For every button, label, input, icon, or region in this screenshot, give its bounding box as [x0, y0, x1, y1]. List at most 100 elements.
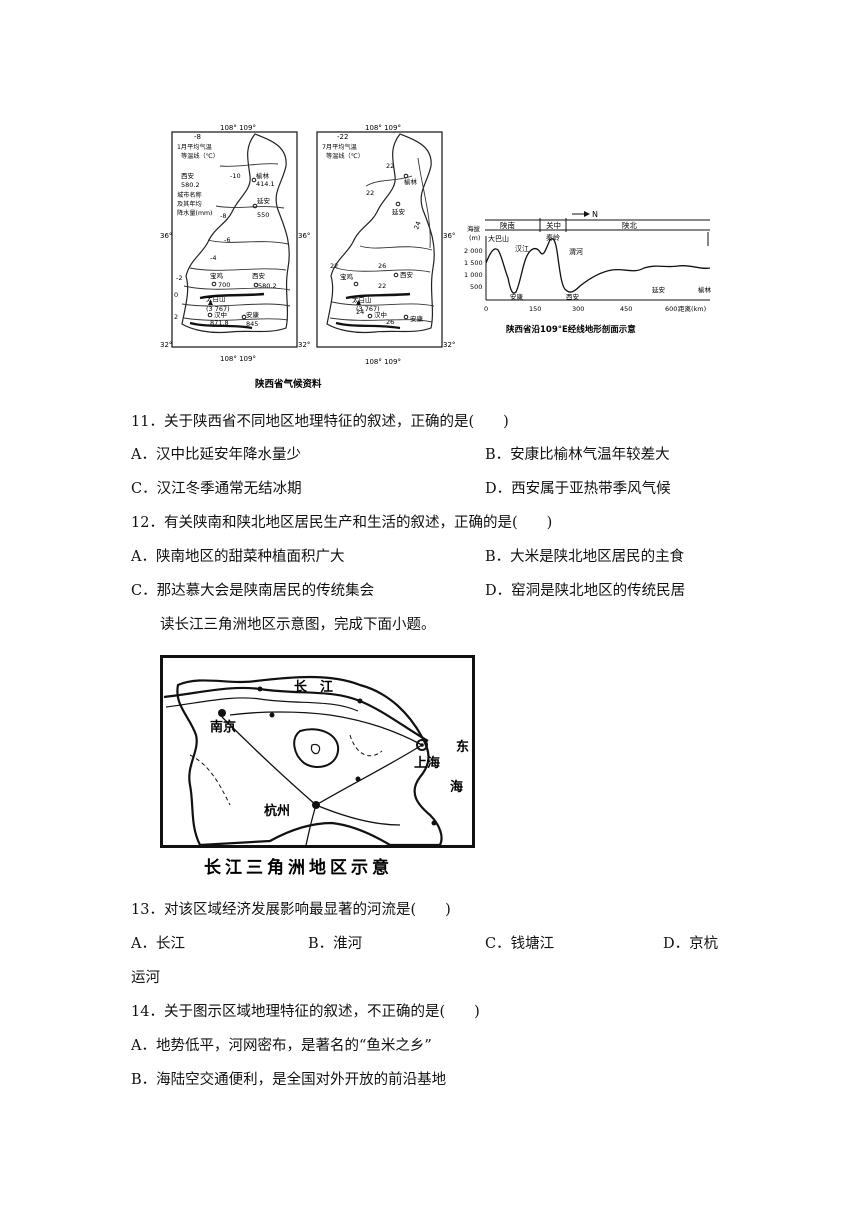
q11-option-b: B．安康比榆林气温年较差大 — [485, 447, 670, 463]
svg-text:845: 845 — [246, 320, 258, 328]
svg-text:108° 109°: 108° 109° — [365, 124, 401, 132]
svg-text:24: 24 — [356, 308, 364, 316]
q14-stem: 14．关于图示区域地理特征的叙述，不正确的是( ) — [131, 1004, 480, 1020]
svg-text:宝鸡: 宝鸡 — [210, 271, 224, 280]
jan-temperature-map: 108° 109° -8 1月平均气温 等温线（℃） 西安 580.2 城市名称… — [160, 124, 310, 363]
svg-text:550: 550 — [257, 211, 269, 219]
q12-option-c: C．那达慕大会是陕南居民的传统集会 — [131, 583, 375, 599]
svg-text:22: 22 — [378, 282, 386, 290]
q12-option-d: D．窑洞是陕北地区的传统民居 — [485, 583, 686, 599]
q11-option-c: C．汉江冬季通常无结冰期 — [131, 481, 302, 497]
svg-text:1 000: 1 000 — [464, 271, 483, 279]
svg-text:上海: 上海 — [414, 755, 440, 771]
svg-text:宝鸡: 宝鸡 — [340, 272, 354, 281]
svg-text:榆林: 榆林 — [404, 177, 418, 186]
svg-text:西安: 西安 — [400, 270, 414, 279]
svg-text:榆林: 榆林 — [256, 171, 270, 180]
svg-text:108° 109°: 108° 109° — [220, 124, 256, 132]
svg-text:7月平均气温: 7月平均气温 — [322, 143, 357, 151]
svg-text:太白山: 太白山 — [352, 295, 372, 304]
svg-text:-2: -2 — [176, 274, 182, 282]
svg-text:N: N — [592, 210, 598, 219]
svg-text:22: 22 — [330, 262, 338, 270]
yangtze-delta-map: 长 江 南京 上海 杭州 东 海 长江三角洲地区示意 — [160, 655, 475, 880]
svg-text:-22: -22 — [337, 133, 348, 141]
svg-text:32°: 32° — [443, 341, 455, 349]
q13-option-b: B．淮河 — [308, 936, 363, 952]
svg-text:871.8: 871.8 — [210, 319, 229, 327]
svg-text:东: 东 — [456, 739, 469, 755]
svg-text:700: 700 — [218, 281, 230, 289]
svg-text:150: 150 — [529, 305, 541, 313]
svg-text:36°: 36° — [298, 232, 310, 240]
svg-text:及其年均: 及其年均 — [177, 200, 202, 208]
svg-text:关中: 关中 — [546, 220, 561, 230]
svg-text:32°: 32° — [160, 341, 172, 349]
q11-stem: 11．关于陕西省不同地区地理特征的叙述，正确的是( ) — [131, 414, 509, 430]
svg-text:300: 300 — [572, 305, 584, 313]
q12-stem: 12．有关陕南和陕北地区居民生产和生活的叙述，正确的是( ) — [131, 515, 553, 531]
svg-text:22: 22 — [386, 162, 394, 170]
svg-text:2 000: 2 000 — [464, 247, 483, 255]
yangtze-map-caption: 长江三角洲地区示意 — [204, 857, 393, 878]
svg-text:汉江: 汉江 — [515, 245, 529, 253]
svg-text:-8: -8 — [220, 212, 226, 220]
shaanxi-figure-svg: 108° 109° -8 1月平均气温 等温线（℃） 西安 580.2 城市名称… — [160, 124, 712, 390]
svg-text:安康: 安康 — [510, 292, 524, 301]
svg-text:26: 26 — [386, 318, 394, 326]
svg-text:汉中: 汉中 — [374, 310, 387, 319]
svg-text:-6: -6 — [224, 236, 230, 244]
svg-text:(m): (m) — [469, 234, 480, 242]
svg-text:延安: 延安 — [652, 285, 666, 294]
q12-option-b: B．大米是陕北地区居民的主食 — [485, 549, 685, 565]
svg-text:580.2: 580.2 — [258, 282, 277, 290]
svg-text:-4: -4 — [210, 254, 216, 262]
svg-text:2: 2 — [174, 313, 178, 321]
svg-text:汉中: 汉中 — [214, 310, 227, 319]
q13-option-d-continued: 运河 — [131, 970, 160, 986]
svg-text:26: 26 — [378, 262, 386, 270]
svg-text:450: 450 — [620, 305, 632, 313]
svg-text:延安: 延安 — [392, 207, 406, 216]
svg-text:22: 22 — [366, 189, 374, 197]
svg-text:1 500: 1 500 — [464, 259, 483, 267]
svg-text:陕南: 陕南 — [500, 220, 515, 230]
svg-text:长 江: 长 江 — [294, 679, 333, 695]
svg-text:城市名称: 城市名称 — [177, 191, 202, 199]
q11-option-d: D．西安属于亚热带季风气候 — [485, 481, 671, 497]
terrain-profile: N 陕南 关中 陕北 海拔 (m) 2 000 1 500 1 000 500 … — [464, 210, 712, 335]
svg-text:海: 海 — [450, 779, 463, 795]
svg-text:海拔: 海拔 — [467, 224, 481, 233]
q13-stem: 13．对该区域经济发展影响最显著的河流是( ) — [131, 902, 451, 918]
svg-text:杭州: 杭州 — [264, 803, 290, 819]
svg-text:600: 600 — [665, 305, 677, 313]
svg-text:500: 500 — [470, 283, 482, 291]
svg-text:等温线（℃）: 等温线（℃） — [181, 152, 219, 160]
svg-text:108° 109°: 108° 109° — [220, 355, 256, 363]
svg-text:1月平均气温: 1月平均气温 — [177, 143, 212, 151]
svg-text:大巴山: 大巴山 — [488, 234, 509, 243]
svg-text:36°: 36° — [160, 232, 172, 240]
svg-text:安康: 安康 — [246, 310, 260, 319]
jul-temperature-map: 108° 109° -22 7月平均气温 等温线（℃） 22 榆林 22 延安 … — [316, 124, 455, 366]
svg-text:108° 109°: 108° 109° — [365, 358, 401, 366]
svg-text:414.1: 414.1 — [256, 180, 275, 188]
svg-text:等温线（℃）: 等温线（℃） — [326, 152, 364, 160]
svg-text:距离(km): 距离(km) — [678, 304, 706, 313]
svg-text:32°: 32° — [298, 341, 310, 349]
q14-option-b: B．海陆空交通便利，是全国对外开放的前沿基地 — [131, 1072, 447, 1088]
svg-text:西安: 西安 — [566, 292, 580, 301]
svg-text:榆林: 榆林 — [698, 285, 712, 294]
svg-text:24: 24 — [412, 220, 422, 231]
q13-option-c: C．钱塘江 — [485, 936, 555, 952]
svg-text:0: 0 — [484, 305, 488, 313]
svg-text:-10: -10 — [230, 172, 241, 180]
svg-text:陕北: 陕北 — [622, 220, 637, 230]
q11-option-a: A．汉中比延安年降水量少 — [131, 447, 301, 463]
svg-text:-8: -8 — [194, 133, 201, 141]
svg-text:秦岭: 秦岭 — [546, 233, 560, 242]
svg-text:36°: 36° — [443, 232, 455, 240]
q14-option-a: A．地势低平，河网密布，是著名的“鱼米之乡” — [131, 1038, 432, 1054]
q13-option-d: D．京杭 — [663, 936, 719, 952]
svg-text:陕西省沿109°E经线地形剖面示意: 陕西省沿109°E经线地形剖面示意 — [506, 324, 636, 335]
